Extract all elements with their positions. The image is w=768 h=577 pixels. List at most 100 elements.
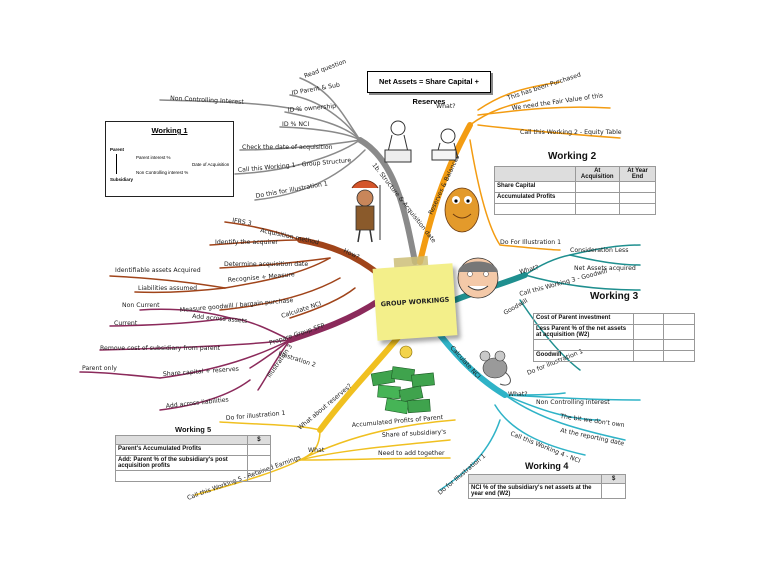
- working2-cell: [618, 192, 657, 204]
- label-ifrs3: IFRS 3: [232, 217, 252, 227]
- label-net-assets-acq: Net Assets acquired: [574, 265, 636, 272]
- working5-header-cell: [115, 435, 248, 445]
- branch-how: [109, 221, 383, 319]
- working2-cell: [618, 203, 657, 215]
- working2-cell: [618, 181, 657, 193]
- table-row: Accumulated Profits: [494, 192, 657, 204]
- working2-header-cell: At Year End: [618, 166, 657, 182]
- label-add-assets: Add across assets: [192, 313, 248, 325]
- label-determine-date: Determine acquisition date: [224, 261, 308, 268]
- working5-cell: Parent's Accumulated Profits: [115, 444, 248, 456]
- table-row: Less Parent % of the net assets at acqui…: [533, 324, 695, 340]
- working4-header-cell: $: [601, 474, 626, 484]
- table-row: [533, 339, 695, 351]
- working5-cell: [246, 444, 272, 456]
- working2-header-cell: [494, 166, 576, 182]
- working5-header-cell: $: [246, 435, 272, 445]
- label-working2-call: Call this Working 2 - Equity Table: [520, 129, 622, 136]
- label-add-together: Need to add together: [378, 450, 445, 457]
- working1-box: Working 1 Parent Subsidiary Parent inter…: [105, 121, 234, 197]
- label-parent-only: Parent only: [82, 365, 117, 372]
- branch-retained: [194, 332, 456, 496]
- working5-title: Working 5: [175, 425, 212, 434]
- label-sfp: Prepare Group SFP: [268, 322, 325, 347]
- label-share-capital: Share capital + reserves: [163, 366, 240, 378]
- mouse-icon: [479, 350, 511, 386]
- working3-cell: [632, 339, 665, 351]
- branch-reserves: [417, 81, 621, 265]
- label-add-liabilities: Add across liabilities: [165, 396, 229, 410]
- working1-nci-interest: Non Controlling interest %: [136, 170, 189, 175]
- working3-cell: Cost of Parent investment: [533, 313, 634, 325]
- working1-date: Date of Acquisition: [192, 162, 230, 167]
- working5-cell: [246, 470, 272, 482]
- working3-cell: Goodwill: [533, 350, 634, 362]
- label-assets-acquired: Identifiable assets Acquired: [115, 267, 201, 274]
- working4-table: $NCI % of the subsidiary's net assets at…: [467, 474, 626, 499]
- working4-header-row: $: [467, 474, 626, 484]
- working2-header-cell: At Acquisition: [574, 166, 620, 182]
- label-nci-interest: Non Controlling interest: [536, 399, 610, 406]
- label-working1-call: Call this Working 1 - Group Structure: [238, 157, 352, 174]
- working3-cell: [663, 339, 695, 351]
- label-identify-acquirer: Identify the acquirer: [215, 239, 278, 246]
- label-calculate-nci-branch: Calculate NCI: [449, 345, 482, 381]
- label-illustration1-top: Do this for illustration 1: [255, 180, 328, 200]
- working2-cell: [574, 203, 620, 215]
- money-stack-icon: [370, 345, 435, 415]
- label-liabilities: Liabilities assumed: [138, 285, 197, 292]
- working1-title: Working 1: [151, 126, 188, 135]
- net-assets-box: Net Assets = Share Capital + Reserves: [367, 71, 491, 106]
- branch-sfp: [79, 297, 383, 411]
- table-row: Parent's Accumulated Profits: [115, 444, 272, 456]
- label-recognise: Recognise + Measure: [228, 271, 296, 284]
- label-what-nci: What?: [508, 391, 528, 398]
- businessman-face-icon: [457, 257, 499, 299]
- label-consideration: Consideration Less: [570, 247, 628, 254]
- central-node-group-workings: GROUP WORKINGS: [372, 263, 458, 341]
- table-row: Share Capital: [494, 181, 657, 193]
- label-non-current: Non Current: [122, 302, 160, 309]
- label-accum-profits: Accumulated Profits of Parent: [352, 414, 444, 429]
- working3-title: Working 3: [590, 291, 639, 302]
- label-current: Current: [114, 320, 138, 327]
- native-chief-icon: [351, 180, 381, 243]
- label-bit-dont-own: The bit we don't own: [559, 413, 625, 429]
- working4-cell: [601, 483, 626, 499]
- label-check-date: Check the date of acquisition: [242, 144, 333, 151]
- working2-cell: Accumulated Profits: [494, 192, 576, 204]
- branch-nci: [437, 332, 641, 491]
- working4-cell: NCI % of the subsidiary's net assets at …: [467, 483, 603, 499]
- working2-cell: Share Capital: [494, 181, 576, 193]
- label-illustration1-reserves: Do For Illustration 1: [500, 239, 561, 246]
- working3-cell: Less Parent % of the net assets at acqui…: [533, 324, 634, 340]
- working5-cell: [246, 455, 272, 471]
- label-share-sub: Share of subsidiary's: [382, 429, 447, 439]
- working1-parent-interest: Parent interest %: [136, 155, 171, 160]
- label-id-ownership: ID % ownership: [288, 103, 337, 114]
- working3-cell: [533, 339, 634, 351]
- working3-cell: [632, 313, 665, 325]
- label-illustration1-retained: Do for illustration 1: [226, 410, 286, 422]
- label-nci-top: Non Controlling Interest: [170, 95, 245, 106]
- working3-cell: [663, 350, 695, 362]
- working2-cell: [574, 181, 620, 193]
- orange-monster-icon: [444, 187, 480, 233]
- working5-header-row: $: [115, 435, 272, 445]
- working2-cell: [494, 203, 576, 215]
- working3-cell: [663, 324, 695, 340]
- working5-cell: [115, 470, 248, 482]
- working2-cell: [574, 192, 620, 204]
- table-row: Goodwill: [533, 350, 695, 362]
- working1-arrow: [116, 154, 117, 174]
- working2-title: Working 2: [548, 151, 597, 162]
- working5-cell: Add: Parent % of the subsidiary's post a…: [115, 455, 248, 471]
- table-row: [494, 203, 657, 215]
- label-remove-cost: Remove cost of subsidiary from parent: [100, 345, 221, 352]
- working4-title: Working 4: [525, 461, 569, 471]
- working3-cell: [663, 313, 695, 325]
